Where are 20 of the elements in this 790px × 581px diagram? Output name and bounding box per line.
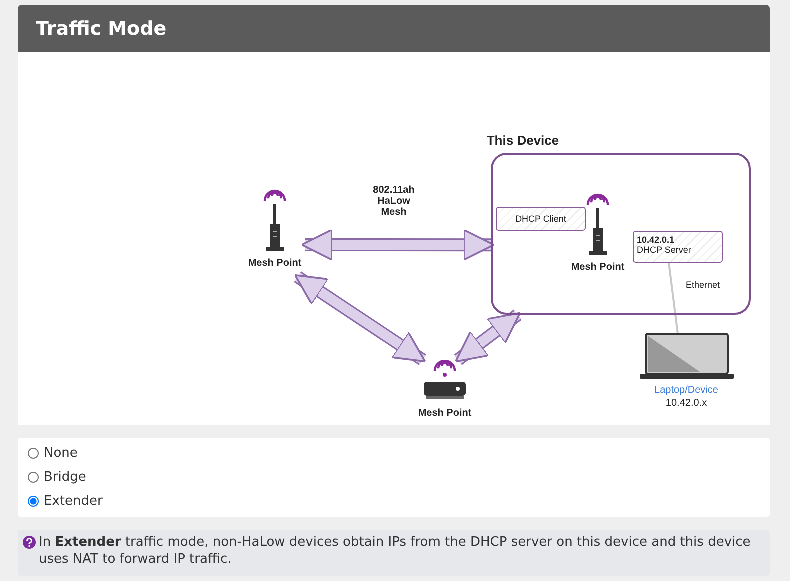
double-arrow <box>294 272 426 366</box>
radio-option: Bridge <box>28 470 86 485</box>
radio-option: None <box>28 446 78 461</box>
device-label: Mesh Point <box>570 262 626 273</box>
device-link: Laptop/Device <box>654 385 720 396</box>
ip-address: 10.42.0.x <box>664 398 708 409</box>
double-arrow <box>454 310 522 366</box>
ip-address: 10.42.0.1 <box>637 235 676 245</box>
server-label: DHCP Server <box>637 245 692 255</box>
server-box <box>633 231 723 263</box>
cable-line <box>668 262 679 334</box>
radio-option: Extender <box>28 494 103 509</box>
double-arrow <box>301 229 495 261</box>
edge-label: Ethernet <box>686 280 720 290</box>
page-title: Traffic Mode <box>36 18 167 40</box>
device-label: Mesh Point <box>417 408 473 419</box>
info-text: In Extender traffic mode, non-HaLow devices obtain IPs from the DHCP server on this device and this device uses NAT to forward IP traffic. <box>39 534 752 568</box>
device-label: Mesh Point <box>247 258 303 269</box>
client-box: DHCP Client <box>496 207 586 231</box>
group-heading: This Device <box>486 133 560 148</box>
